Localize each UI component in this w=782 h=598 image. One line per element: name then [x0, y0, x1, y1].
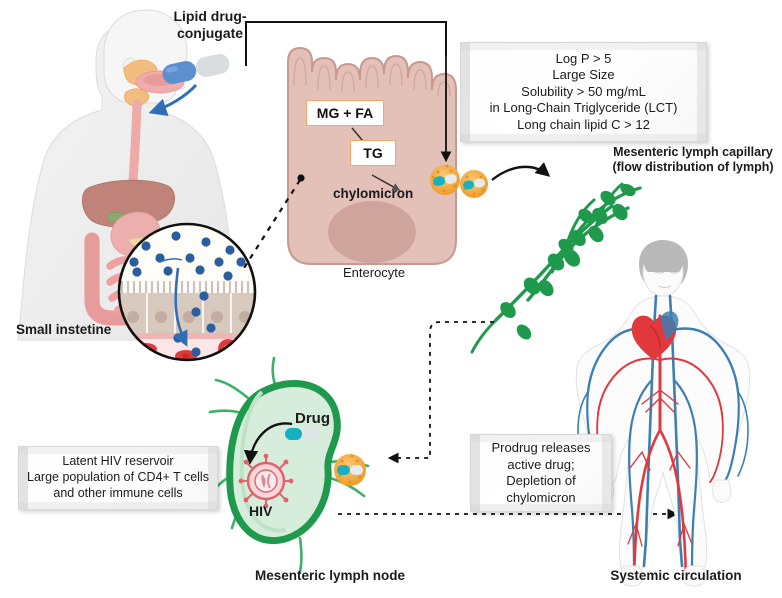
chylomicron-icon [334, 454, 366, 486]
callout-line: Large Size [552, 67, 615, 83]
chylomicron-icon [430, 164, 460, 195]
latent-hiv-reservoir-callout: Latent HIV reservoir Large population of… [18, 446, 218, 510]
capsule-icon [285, 428, 319, 440]
intestine-magnifier-icon [117, 222, 257, 362]
callout-line: Latent HIV reservoir [62, 454, 174, 469]
mesenteric-lymph-node-label: Mesenteric lymph node [254, 568, 406, 583]
callout-line: Solubility > 50 mg/mL [521, 83, 646, 99]
leader-dot [297, 174, 305, 182]
mg-fa-box: MG + FA [306, 100, 384, 126]
lymph-capillary-icon [470, 182, 642, 354]
prodrug-release-callout: Prodrug releases active drug; Depletion … [470, 434, 612, 512]
mesenteric-lymph-capillary-label: Mesenteric lymph capillary (flow distrib… [612, 145, 774, 174]
callout-line: Log P > 5 [555, 50, 612, 66]
lipid-drug-conjugate-label: Lipid drug- conjugate [173, 8, 247, 41]
small-intestine-label: Small instetine [16, 322, 112, 337]
callout-line: chylomicron [506, 489, 576, 505]
human-circulatory-system-icon [575, 240, 751, 587]
drug-label: Drug [295, 410, 330, 427]
systemic-circulation-label: Systemic circulation [610, 568, 742, 583]
capsule-icon [162, 54, 230, 84]
ingestion-arrow [148, 83, 198, 116]
callout-line: Long chain lipid C > 12 [517, 116, 650, 132]
callout-line: Prodrug releases [491, 440, 591, 455]
enterocyte-label: Enterocyte [343, 265, 406, 280]
callout-line: Large population of CD4+ T cells [27, 470, 209, 485]
tg-box: TG [350, 140, 396, 166]
chylomicron-label: chylomicron [333, 186, 414, 201]
callout-line: in Long-Chain Triglyceride (LCT) [489, 100, 678, 116]
hiv-virion-icon [238, 453, 294, 509]
magnifier-leader-line [243, 179, 301, 269]
conjugate-path-arrow [245, 21, 452, 163]
human-upper-body-icon [17, 9, 237, 341]
callout-line: active drug; [507, 456, 575, 472]
lipid-properties-callout: Log P > 5 Large Size Solubility > 50 mg/… [460, 42, 707, 142]
hiv-label: HIV [249, 503, 273, 519]
lymph-uptake-arrow [491, 162, 551, 181]
callout-line: and other immune cells [53, 485, 183, 500]
lymph-node-icon [208, 356, 370, 574]
chylomicron-icon [460, 170, 488, 198]
callout-line: Depletion of [506, 473, 576, 488]
